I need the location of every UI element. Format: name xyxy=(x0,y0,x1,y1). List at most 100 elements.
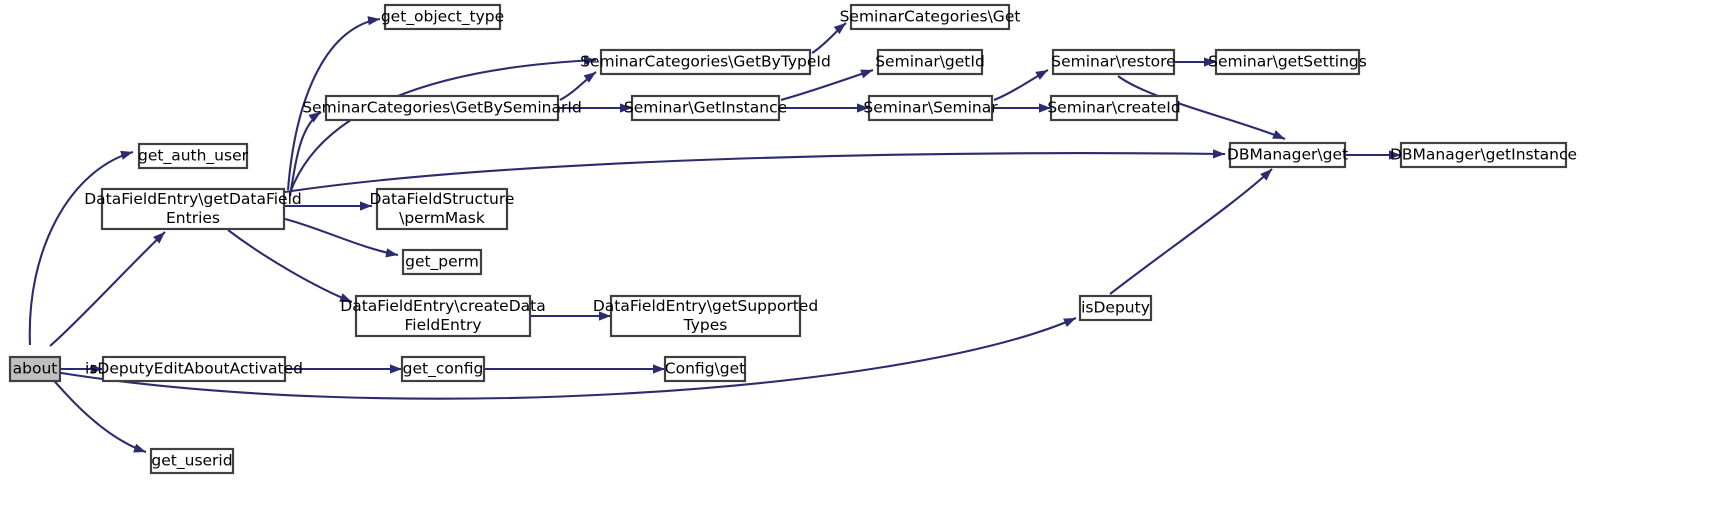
node-label-get-config: get_config xyxy=(403,360,484,379)
graph-node-is-deputy-edit-about-activated[interactable]: isDeputyEditAboutActivatedisDeputyEditAb… xyxy=(85,355,303,383)
node-label-dbmanagerget-instance: DBManager\getInstance xyxy=(1390,146,1577,164)
edge-about-to-get-data-field-entries-arrow-icon xyxy=(153,232,165,244)
node-box-seminarget-id[interactable] xyxy=(876,48,984,76)
graph-node-create-data-field-entry[interactable]: DataFieldEntry\createDataFieldEntryDataF… xyxy=(340,294,546,338)
edge-get-data-field-entries-to-get-object-type xyxy=(286,16,381,191)
graph-node-get-by-type-id[interactable]: SeminarCategories\GetByTypeIdSeminarCate… xyxy=(580,48,831,76)
edge-get-data-field-entries-to-get-perm-line xyxy=(284,217,399,257)
node-box-get-supported-types[interactable] xyxy=(609,294,802,338)
edge-about-to-get-data-field-entries xyxy=(49,231,166,347)
edge-get-config-to-configget-arrow-icon xyxy=(653,364,665,374)
node-label-is-deputy: isDeputy xyxy=(1081,299,1150,317)
node-box-create-data-field-entry[interactable] xyxy=(354,294,532,338)
edge-dbmanagerget-to-dbmanagerget-instance-arrow-icon xyxy=(1389,150,1401,160)
edge-get-config-to-configget xyxy=(484,364,665,374)
graph-node-get-by-seminar-id[interactable]: SeminarCategories\GetBySeminarIdSeminarC… xyxy=(302,94,582,122)
node-label-get-perm: get_perm xyxy=(405,253,479,272)
node-label-get-supported-types: DataFieldEntry\getSupported xyxy=(593,297,818,315)
node-box-seminarcreate-id[interactable] xyxy=(1049,94,1179,122)
edge-is-deputy-to-dbmanagerget-line xyxy=(1109,168,1273,295)
edge-create-data-field-entry-to-get-supported-types-arrow-icon xyxy=(599,311,611,321)
node-box-get-data-field-entries[interactable] xyxy=(100,187,286,231)
graph-node-get-config[interactable]: get_configget_config xyxy=(400,355,486,383)
node-box-about[interactable] xyxy=(8,355,62,383)
node-box-dbmanagerget[interactable] xyxy=(1228,141,1347,169)
edge-about-to-get-auth-user xyxy=(28,150,134,346)
edge-get-data-field-entries-to-get-by-type-id-arrow-icon xyxy=(583,55,596,66)
edge-seminarrestore-to-seminarget-settings-arrow-icon xyxy=(1204,57,1216,67)
edge-get-data-field-entries-to-create-data-field-entry-arrow-icon xyxy=(339,293,352,302)
edge-get-data-field-entries-to-get-by-type-id-line xyxy=(289,58,597,194)
edge-get-data-field-entries-to-perm-mask-arrow-icon xyxy=(360,201,372,211)
edge-create-data-field-entry-to-get-supported-types xyxy=(529,311,611,321)
edge-about-to-get-auth-user-line xyxy=(28,150,134,346)
edge-seminar-seminar-to-seminarrestore xyxy=(993,69,1049,101)
node-box-seminar-categories-get[interactable] xyxy=(849,3,1011,31)
graph-node-get-perm[interactable]: get_permget_perm xyxy=(401,248,483,276)
node-box-is-deputy[interactable] xyxy=(1078,294,1153,322)
node-label-get-by-seminar-id: SeminarCategories\GetBySeminarId xyxy=(302,99,582,117)
edge-get-data-field-entries-to-get-perm-arrow-icon xyxy=(385,248,398,258)
graph-node-dbmanagerget-instance[interactable]: DBManager\getInstanceDBManager\getInstan… xyxy=(1390,141,1577,169)
node-box-dbmanagerget-instance[interactable] xyxy=(1399,141,1568,169)
graph-node-is-deputy[interactable]: isDeputyisDeputy xyxy=(1078,294,1153,322)
edge-seminar-seminar-to-seminarcreate-id-arrow-icon xyxy=(1039,103,1051,113)
graph-node-configget[interactable]: Config\getConfig\get xyxy=(663,355,747,383)
node-label-create-data-field-entry: DataFieldEntry\createData xyxy=(340,297,545,315)
edge-seminarrestore-to-dbmanagerget-arrow-icon xyxy=(1272,130,1285,139)
node-box-get-by-seminar-id[interactable] xyxy=(324,94,560,122)
node-label-seminarrestore: Seminar\restore xyxy=(1051,53,1175,71)
edge-get-data-field-entries-to-get-by-seminar-id-arrow-icon xyxy=(308,112,321,123)
edge-about-to-is-deputy-line xyxy=(54,317,1077,400)
node-label-get-data-field-entries: DataFieldEntry\getDataField xyxy=(84,190,301,208)
node-box-get-object-type[interactable] xyxy=(383,3,502,31)
edge-get-data-field-entries-to-create-data-field-entry-line xyxy=(227,229,353,303)
node-label-get-instance: Seminar\GetInstance xyxy=(624,99,787,117)
edge-get-data-field-entries-to-get-by-seminar-id xyxy=(288,111,322,197)
graph-node-perm-mask[interactable]: DataFieldStructure\permMaskDataFieldStru… xyxy=(370,187,515,231)
node-box-get-by-type-id[interactable] xyxy=(599,48,812,76)
node-label-is-deputy-edit-about-activated: isDeputyEditAboutActivated xyxy=(85,360,303,378)
node-box-get-instance[interactable] xyxy=(630,94,781,122)
edge-get-instance-to-seminar-seminar-arrow-icon xyxy=(857,103,869,113)
node-box-get-auth-user[interactable] xyxy=(137,142,249,170)
graph-node-seminar-categories-get[interactable]: SeminarCategories\GetSeminarCategories\G… xyxy=(840,3,1021,31)
edge-get-by-seminar-id-to-get-instance xyxy=(557,103,632,113)
node-box-perm-mask[interactable] xyxy=(375,187,509,231)
node-box-configget[interactable] xyxy=(663,355,747,383)
edge-about-to-get-data-field-entries-line xyxy=(49,231,166,347)
edge-get-by-seminar-id-to-get-by-type-id-arrow-icon xyxy=(583,72,596,83)
node-box-get-userid[interactable] xyxy=(149,447,235,475)
graph-node-get-data-field-entries[interactable]: DataFieldEntry\getDataFieldEntriesDataFi… xyxy=(84,187,302,231)
edge-is-deputy-edit-about-activated-to-get-config-arrow-icon xyxy=(390,364,402,374)
graph-node-get-auth-user[interactable]: get_auth_userget_auth_user xyxy=(137,142,249,170)
graph-node-about[interactable]: aboutabout xyxy=(8,355,62,383)
node-box-seminarget-settings[interactable] xyxy=(1214,48,1361,76)
node-label-seminar-categories-get: SeminarCategories\Get xyxy=(840,8,1021,26)
edge-layer xyxy=(28,16,1401,453)
edge-about-to-is-deputy-edit-about-activated xyxy=(60,364,103,374)
graph-node-seminarget-settings[interactable]: Seminar\getSettingsSeminar\getSettings xyxy=(1208,48,1367,76)
node-box-seminar-seminar[interactable] xyxy=(867,94,994,122)
node-box-seminarrestore[interactable] xyxy=(1051,48,1176,76)
node-box-get-perm[interactable] xyxy=(401,248,483,276)
edge-get-instance-to-seminar-seminar xyxy=(778,103,869,113)
node-box-get-config[interactable] xyxy=(400,355,486,383)
edge-get-data-field-entries-to-create-data-field-entry xyxy=(227,229,353,303)
node-label-seminarcreate-id: Seminar\createId xyxy=(1047,99,1180,117)
node-label-get-auth-user: get_auth_user xyxy=(138,147,249,166)
graph-node-get-supported-types[interactable]: DataFieldEntry\getSupportedTypesDataFiel… xyxy=(593,294,818,338)
node-box-is-deputy-edit-about-activated[interactable] xyxy=(101,355,287,383)
edge-get-instance-to-seminarget-id xyxy=(780,69,874,102)
edge-get-data-field-entries-to-get-object-type-arrow-icon xyxy=(367,16,380,26)
graph-node-get-object-type[interactable]: get_object_typeget_object_type xyxy=(381,3,504,31)
node-label-about: about xyxy=(13,360,58,378)
node-label-get-userid: get_userid xyxy=(151,452,232,471)
